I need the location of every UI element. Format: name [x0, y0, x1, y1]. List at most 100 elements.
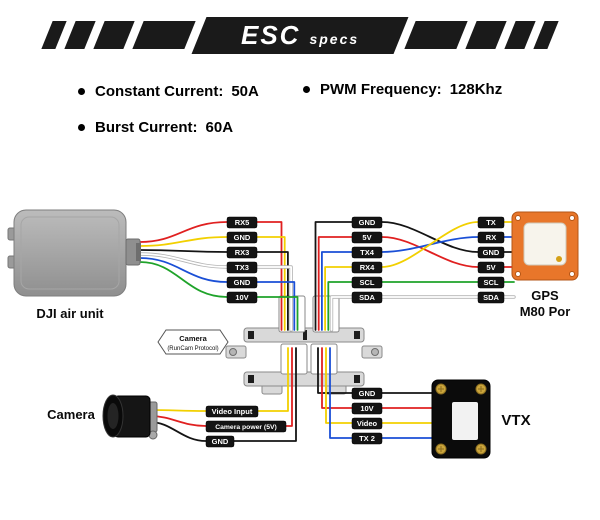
svg-text:RX: RX [486, 233, 496, 242]
svg-text:Camera power (5V): Camera power (5V) [215, 424, 277, 431]
banner-subtitle: specs [309, 30, 360, 47]
wire-cam-video-b [257, 347, 289, 412]
wire-cam-power-a [149, 415, 207, 427]
gps-hole-br [569, 271, 575, 277]
dji-pin-gnd2: GND [226, 276, 258, 289]
gps-hole-tr [569, 215, 575, 221]
gps-pin-5v: 5V [477, 261, 505, 274]
spec-value: 128Khz [449, 81, 503, 98]
dji-pin-labels: RX5 GND RX3 TX3 GND 10V [226, 216, 258, 304]
dji-pin-rx5: RX5 [226, 216, 258, 229]
gps-hole-tl [515, 215, 521, 221]
vtx-screw-bl [435, 443, 447, 455]
wire-fcr-5v [317, 236, 353, 331]
banner-plate: ESC specs [191, 16, 409, 54]
fc-pin-sda: SDA [351, 291, 383, 304]
wire-fc-10v [256, 296, 299, 331]
wire-vtx-tx2-a [329, 347, 353, 439]
fc-bottom-plate-tick-right [354, 375, 360, 383]
fc-top-plate-tick-mid [303, 330, 307, 340]
svg-text:5V: 5V [486, 263, 495, 272]
gps-hole-bl [515, 271, 521, 277]
crossover-wires [380, 221, 480, 299]
svg-text:TX3: TX3 [235, 263, 249, 272]
gps-stub-wires [502, 221, 516, 299]
svg-text:TX4: TX4 [360, 248, 375, 257]
camera-pin-power: Camera power (5V) [205, 420, 287, 433]
vtx-screw-tr [475, 383, 487, 395]
gps-pin-tx: TX [477, 216, 505, 229]
wire-x-gnd [381, 221, 479, 253]
fc-pin-gnd: GND [351, 216, 383, 229]
vtx-pin-video: Video [351, 417, 383, 430]
spec-value: 50A [231, 83, 259, 100]
svg-text:10V: 10V [235, 293, 248, 302]
wire-dji-tx3 [139, 253, 228, 268]
spec-label: Constant Current: [95, 83, 224, 100]
svg-text:GND: GND [359, 218, 376, 227]
banner-stripe [132, 21, 196, 49]
svg-text:SCL: SCL [484, 278, 499, 287]
gps-ceramic-antenna [523, 222, 567, 266]
wire-cam-gnd-b [233, 347, 297, 442]
camera-pin-video: Video Input [205, 405, 259, 418]
fc-left-screw [229, 348, 237, 356]
dji-pin-gnd1: GND [226, 231, 258, 244]
svg-text:TX: TX [486, 218, 496, 227]
banner-stripe [41, 21, 67, 49]
banner-stripe [533, 21, 559, 49]
wire-fc-tx3 [256, 266, 292, 331]
dji-pin-10v: 10V [226, 291, 258, 304]
wire-dji-rx5 [139, 221, 228, 243]
camera-pin-gnd: GND [205, 435, 235, 448]
svg-text:Video Input: Video Input [212, 407, 253, 416]
vtx-pin-10v: 10V [351, 402, 383, 415]
camera-lens-inner [107, 403, 119, 429]
wire-fcr-gnd [314, 221, 353, 331]
svg-text:Video: Video [357, 419, 378, 428]
wire-fc-gnd2 [256, 281, 296, 331]
gps-pin-labels: TX RX GND 5V SCL SDA [477, 216, 505, 304]
wire-dji-rx3 [139, 249, 228, 253]
spec-burst-current: Burst Current: 60A [78, 119, 233, 136]
wire-dji-10v [139, 261, 228, 298]
banner-stripe [64, 21, 96, 49]
fc-right-pin-labels: GND 5V TX4 RX4 SCL SDA [351, 216, 383, 304]
gps-label-line1: GPS [531, 288, 559, 303]
vtx-screw-br [475, 443, 487, 455]
spec-pwm-frequency: PWM Frequency: 128Khz [303, 81, 502, 98]
wire-fcr-scl [327, 281, 353, 331]
fc-conn-bottom-left [280, 343, 308, 375]
wire-vtx-gnd-a [317, 347, 353, 394]
runcam-callout-shape [157, 329, 229, 355]
banner-stripes-right [404, 21, 559, 49]
wire-fcr-sda [330, 296, 353, 331]
svg-text:GND: GND [212, 437, 229, 446]
svg-text:RX4: RX4 [360, 263, 375, 272]
svg-text:10V: 10V [360, 404, 373, 413]
runcam-callout-line1: Camera [179, 334, 207, 343]
svg-text:GND: GND [483, 248, 500, 257]
dji-pin-tx3: TX3 [226, 261, 258, 274]
gps-module: GPS M80 Por [511, 211, 579, 319]
svg-text:GND: GND [359, 389, 376, 398]
dji-body-inner [20, 216, 120, 290]
vtx-label-window [452, 402, 478, 440]
wire-dji-gnd1 [139, 236, 228, 247]
fc-top-plate-tick-left [248, 331, 254, 339]
svg-text:GND: GND [234, 233, 251, 242]
fc-bottom-plate-tick-left [248, 375, 254, 383]
dji-air-unit-label: DJI air unit [36, 306, 104, 321]
fc-conn-bottom-right [310, 343, 338, 375]
svg-text:RX5: RX5 [235, 218, 250, 227]
camera-module: Camera [47, 394, 158, 440]
dji-air-unit: DJI air unit [7, 209, 141, 321]
vtx-wires [317, 347, 435, 439]
banner-stripe [93, 21, 135, 49]
fc-top-plate-tick-right [354, 331, 360, 339]
bullet-icon [78, 88, 85, 95]
runcam-callout: Camera (RunCam Protocol) [157, 329, 229, 355]
gps-pin-gnd: GND [477, 246, 505, 259]
vtx-pin-tx2: TX 2 [351, 432, 383, 445]
